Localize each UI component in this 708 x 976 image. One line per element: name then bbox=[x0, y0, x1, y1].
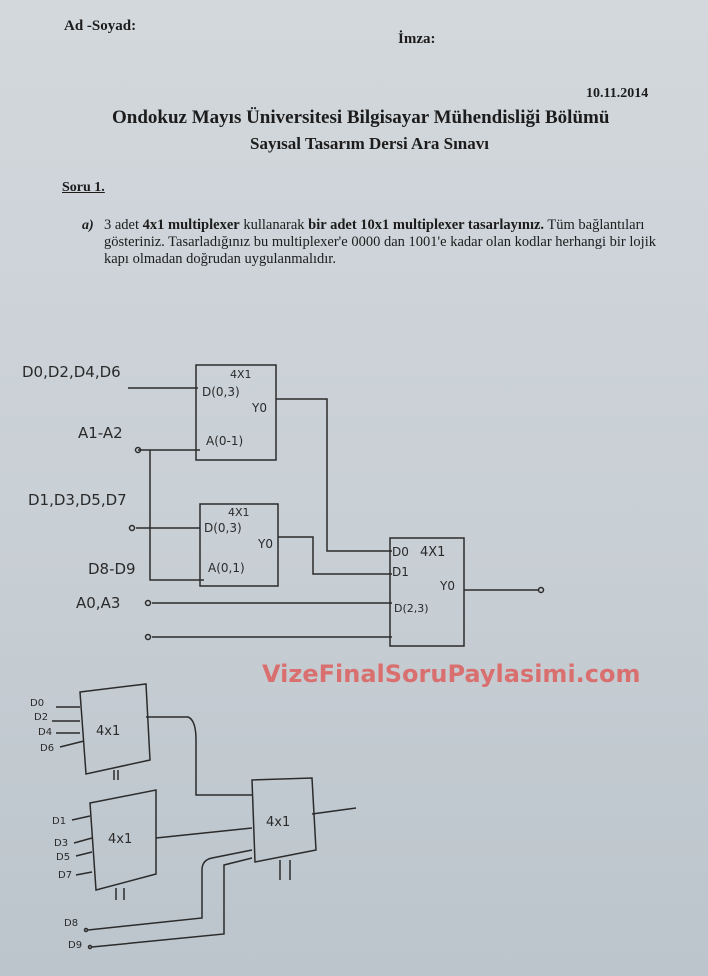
mux-out-d0: D0 bbox=[392, 545, 409, 559]
question-bold-part: 4x1 multiplexer bbox=[142, 217, 240, 233]
mux-mid-sel: A(0,1) bbox=[208, 561, 245, 575]
exam-title: Sayısal Tasarım Dersi Ara Sınavı bbox=[250, 134, 489, 153]
diagram-1: D0,D2,D4,D6 A1-A2 D1,D3,D5,D7 D8-D9 A0,A… bbox=[22, 363, 545, 647]
mux-2-top bbox=[79, 683, 151, 775]
mux-out-d23: D(2,3) bbox=[394, 602, 429, 615]
input-label-d8-d9: D8-D9 bbox=[88, 560, 136, 578]
watermark: VizeFinalSoruPaylasimi.com bbox=[262, 660, 641, 688]
mux-2-input: D3 bbox=[54, 838, 68, 849]
mux-2-input: D2 bbox=[34, 712, 48, 723]
part-label: a) bbox=[82, 218, 94, 233]
mux-2-out-label: 4x1 bbox=[266, 815, 290, 830]
mux-2-input: D4 bbox=[38, 727, 52, 738]
mux-2-mid-label: 4x1 bbox=[108, 832, 132, 847]
signature-label: İmza: bbox=[398, 31, 436, 47]
input-label-select-low: A0,A3 bbox=[76, 594, 120, 612]
question-heading: Soru 1. bbox=[62, 180, 105, 195]
mux-2-mid bbox=[89, 789, 157, 891]
input-label-odd: D1,D3,D5,D7 bbox=[28, 491, 127, 509]
mux-2-out bbox=[251, 777, 317, 863]
mux-2-input: D7 bbox=[58, 870, 72, 881]
question-text-part: 3 adet bbox=[104, 217, 143, 233]
question-text: 3 adet 4x1 multiplexer kullanarak bir ad… bbox=[104, 217, 664, 268]
mux-top-name: 4X1 bbox=[230, 368, 252, 381]
mux-top-data: D(0,3) bbox=[202, 385, 240, 399]
mux-top-sel: A(0-1) bbox=[206, 434, 243, 448]
diagram-2: 4x1 4x1 4x1 D0 D2 D4 D6 D1 D3 D5 D7 D8 D… bbox=[30, 683, 357, 951]
exam-date: 10.11.2014 bbox=[586, 86, 649, 101]
input-label-select-high: A1-A2 bbox=[78, 424, 123, 442]
mux-top bbox=[195, 364, 277, 461]
mux-mid-name: 4X1 bbox=[228, 506, 250, 519]
question-bold-part: bir adet 10x1 multiplexer tasarlayınız. bbox=[308, 217, 545, 233]
mux-2-input: D9 bbox=[68, 940, 82, 951]
mux-mid-data: D(0,3) bbox=[204, 521, 242, 535]
mux-2-input: D6 bbox=[40, 743, 54, 754]
university-title: Ondokuz Mayıs Üniversitesi Bilgisayar Mü… bbox=[112, 107, 610, 128]
name-label: Ad -Soyad: bbox=[64, 18, 137, 34]
mux-out-name: 4X1 bbox=[420, 545, 445, 560]
mux-2-input: D1 bbox=[52, 816, 66, 827]
mux-top-out: Y0 bbox=[251, 401, 267, 415]
mux-mid bbox=[199, 503, 279, 587]
mux-out bbox=[389, 537, 465, 647]
mux-2-top-label: 4x1 bbox=[96, 724, 120, 739]
mux-2-input: D5 bbox=[56, 852, 70, 863]
question-text-part: Tüm bağlantıları gösteriniz. Tasarladığı… bbox=[104, 217, 656, 267]
mux-mid-out: Y0 bbox=[257, 537, 273, 551]
mux-2-input: D0 bbox=[30, 698, 44, 709]
mux-out-y: Y0 bbox=[439, 579, 455, 593]
mux-out-d1: D1 bbox=[392, 565, 409, 579]
mux-2-input: D8 bbox=[64, 918, 78, 929]
input-label-even: D0,D2,D4,D6 bbox=[22, 363, 121, 381]
question-text-part: kullanarak bbox=[239, 217, 309, 233]
